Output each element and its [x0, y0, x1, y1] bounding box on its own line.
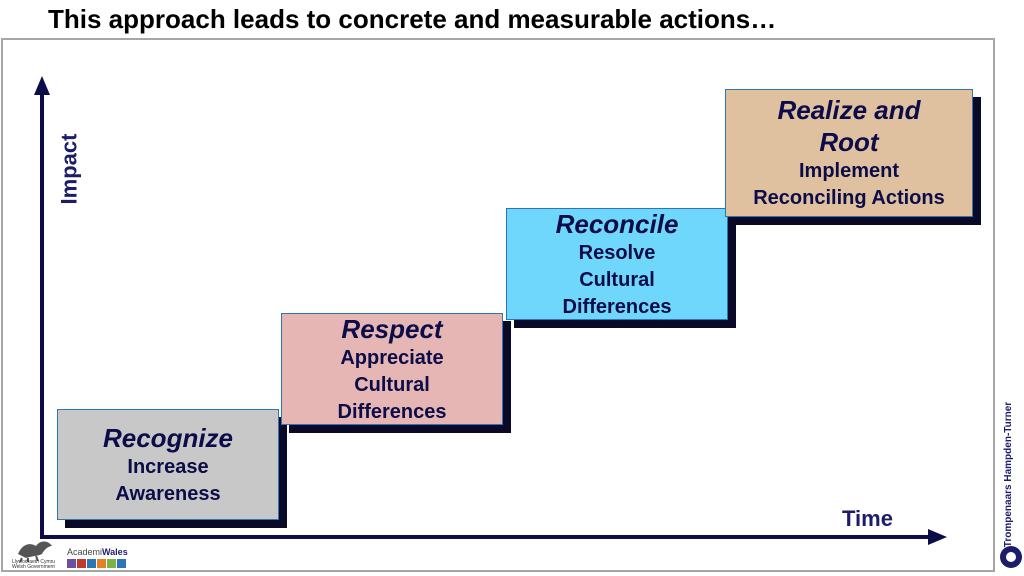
step-recognize: Recognize Increase Awareness	[57, 409, 279, 520]
academi-wales-title: AcademiWales	[67, 547, 128, 557]
step-respect-heading: Respect	[341, 313, 443, 344]
step-realize-and-root: Realize and Root Implement Reconciling A…	[725, 89, 973, 217]
welsh-government-line-1: Llywodraeth Cymru	[12, 559, 56, 565]
slide-title: This approach leads to concrete and meas…	[48, 4, 777, 34]
y-axis-label: Impact	[56, 133, 82, 205]
welsh-government-line-2: Welsh Government	[12, 564, 55, 570]
trompenaars-brand-text: Trompenaars Hampden-Turner	[1003, 401, 1015, 547]
step-respect: Respect Appreciate Cultural Differences	[281, 313, 503, 425]
step-respect-line-3: Differences	[337, 400, 447, 423]
step-realize-heading-2: Root	[819, 127, 879, 157]
step-recognize-heading: Recognize	[102, 422, 234, 453]
welsh-dragon-icon	[18, 541, 52, 563]
trompenaars-brand: Trompenaars Hampden-Turner	[996, 401, 1022, 546]
y-axis-arrowhead	[34, 76, 50, 95]
step-realize-heading-1: Realize and	[777, 95, 921, 125]
trompenaars-logo-icon	[1000, 546, 1022, 568]
step-reconcile-heading: Reconcile	[555, 208, 679, 239]
step-reconcile: Reconcile Resolve Cultural Differences	[506, 208, 728, 320]
welsh-government-text: Llywodraeth Cymru Welsh Government	[12, 560, 62, 570]
step-reconcile-line-3: Differences	[562, 295, 672, 318]
step-respect-line-1: Appreciate	[340, 346, 444, 369]
step-recognize-line-2: Awareness	[115, 482, 221, 505]
step-respect-line-2: Cultural	[354, 373, 430, 396]
academi-wales-icons	[67, 559, 128, 568]
step-reconcile-line-2: Cultural	[579, 268, 655, 291]
academi-wales-logo: AcademiWales	[67, 547, 128, 568]
step-realize-line-1: Implement	[798, 160, 900, 182]
x-axis-label: Time	[842, 506, 893, 531]
step-recognize-line-1: Increase	[127, 455, 209, 478]
diagram-frame	[1, 38, 995, 572]
step-reconcile-line-1: Resolve	[578, 241, 656, 264]
x-axis-arrowhead	[928, 529, 947, 545]
step-realize-line-2: Reconciling Actions	[753, 187, 945, 209]
